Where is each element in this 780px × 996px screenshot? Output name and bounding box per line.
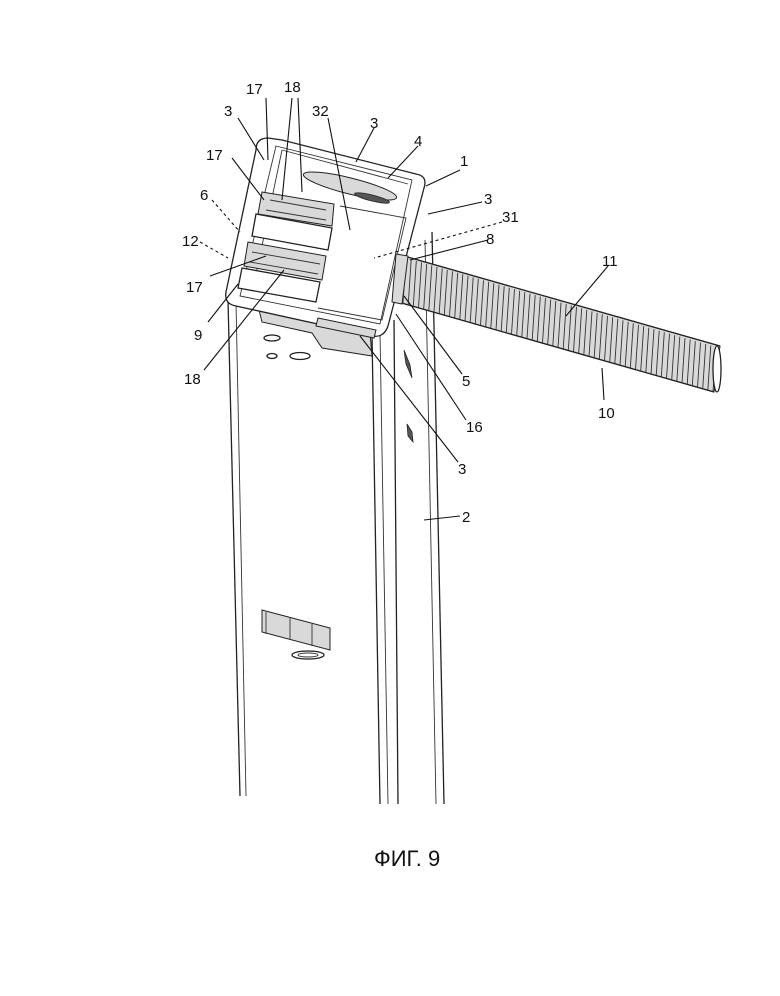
label-6: 6 [200,187,208,204]
label-3-c: 3 [484,191,492,208]
lower-slot [262,610,330,659]
threaded-rod [392,254,721,392]
label-3-b: 3 [370,115,378,132]
label-4: 4 [414,133,422,150]
label-1: 1 [460,153,468,170]
label-2: 2 [462,509,470,526]
label-5: 5 [462,373,470,390]
label-17-b: 17 [206,147,223,164]
label-11: 11 [602,253,618,270]
label-3-a: 3 [224,103,232,120]
end-cap [226,138,425,338]
label-17-c: 17 [186,279,203,296]
label-18-b: 18 [184,371,201,388]
label-9: 9 [194,327,202,344]
label-8: 8 [486,231,494,248]
label-12: 12 [182,233,199,250]
label-18-top: 18 [284,79,301,96]
label-17-a: 17 [246,81,263,98]
label-31: 31 [502,209,519,226]
label-32: 32 [312,103,329,120]
label-3-d: 3 [458,461,466,478]
figure-caption: ФИГ. 9 [374,846,440,871]
label-16: 16 [466,419,483,436]
label-10: 10 [598,405,615,422]
